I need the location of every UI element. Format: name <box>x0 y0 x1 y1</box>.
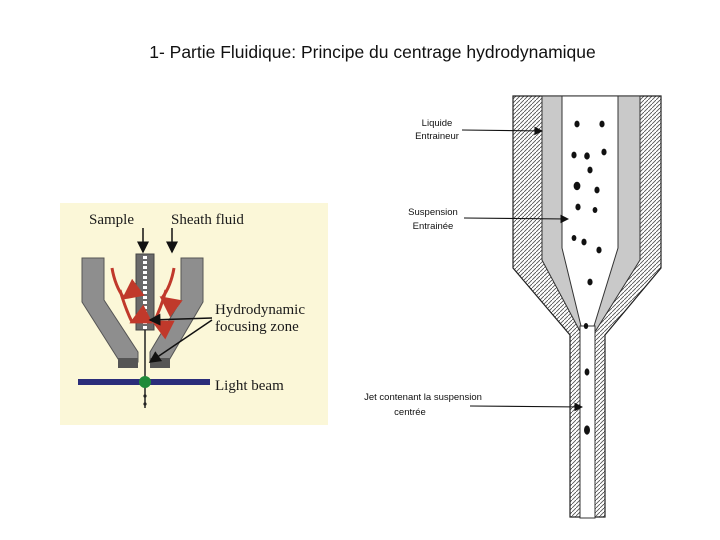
sheath-fluid-label: Sheath fluid <box>171 212 244 228</box>
liquide-pointer-arrow <box>461 126 544 136</box>
jet-label-line1: Jet contenant la suspension <box>364 392 482 403</box>
suspension-label-line1: Suspension <box>408 207 458 218</box>
jet-pointer-arrow <box>469 402 584 412</box>
light-beam-label: Light beam <box>215 378 284 394</box>
focusing-zone-label-line2: focusing zone <box>215 319 299 335</box>
flow-cell-jet-channel <box>579 325 596 519</box>
sample-tube <box>135 253 155 331</box>
nozzle-left-wall <box>81 257 139 363</box>
jet-label-line2: centrée <box>394 407 426 418</box>
suspension-pointer-arrow <box>463 214 570 224</box>
focusing-zone-pointer <box>148 313 213 363</box>
nozzle-tip <box>118 358 170 368</box>
focused-stream <box>143 330 147 408</box>
detection-point <box>139 376 151 388</box>
suspension-label-line2: Entrainée <box>412 221 454 232</box>
particles <box>571 120 607 435</box>
liquide-label-line2: Entraineur <box>415 131 459 142</box>
focusing-zone-label-line1: Hydrodynamic <box>215 302 305 318</box>
sample-label: Sample <box>89 212 134 228</box>
slide-title: 1- Partie Fluidique: Principe du centrag… <box>149 42 596 62</box>
liquide-label-line1: Liquide <box>421 118 453 129</box>
